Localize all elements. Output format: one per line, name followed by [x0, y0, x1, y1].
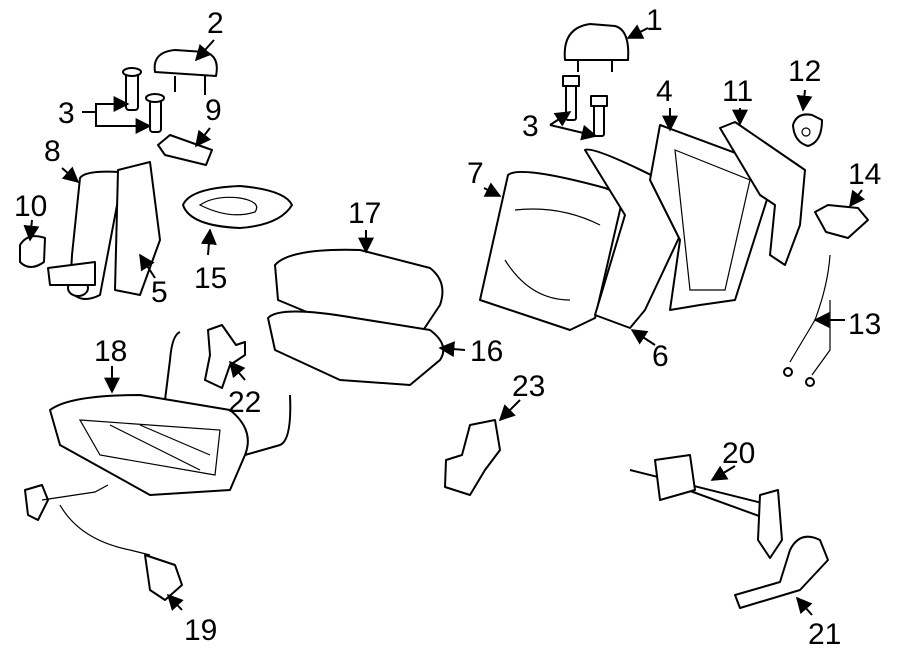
part-bracket-22	[204, 324, 246, 389]
callout-9: 9	[205, 94, 222, 127]
callout-21: 21	[808, 618, 841, 651]
part-side-panel-left	[47, 161, 161, 300]
part-latch-14	[814, 204, 869, 239]
callout-2: 2	[207, 7, 224, 40]
callout-1: 1	[646, 4, 663, 37]
callout-12: 12	[788, 55, 821, 88]
part-cushion-pad	[267, 310, 445, 386]
callout-16: 16	[470, 335, 503, 368]
part-back-panel	[719, 121, 806, 266]
part-armrest-trim	[157, 134, 213, 166]
callout-13: 13	[848, 308, 881, 341]
leader-arrows	[23, 24, 866, 616]
callout-5: 5	[151, 276, 168, 309]
part-track-20	[629, 454, 783, 559]
part-cover-21	[734, 535, 829, 609]
callout-20: 20	[722, 437, 755, 470]
callout-3-right: 3	[522, 110, 539, 143]
part-cover-23	[444, 419, 501, 496]
callout-7: 7	[467, 157, 484, 190]
callout-18: 18	[94, 335, 127, 368]
callout-23: 23	[512, 370, 545, 403]
part-cap-12	[792, 113, 823, 147]
part-headrest-guides-left	[122, 67, 165, 133]
part-headrest-left	[153, 49, 218, 95]
callout-10: 10	[14, 190, 47, 223]
callout-6: 6	[652, 340, 669, 373]
part-bracket-small	[19, 235, 46, 268]
callout-19: 19	[184, 614, 217, 647]
part-cushion-frame	[49, 331, 292, 496]
callout-4: 4	[656, 75, 673, 108]
callout-14: 14	[848, 158, 881, 191]
callout-11: 11	[722, 75, 753, 108]
callout-3-left: 3	[58, 97, 75, 130]
part-headrest-guides-right	[562, 75, 608, 137]
part-armrest-cover	[182, 185, 293, 229]
callout-22: 22	[228, 386, 261, 419]
callout-15: 15	[194, 262, 227, 295]
callout-17: 17	[348, 197, 381, 230]
part-headrest-right	[563, 23, 630, 72]
part-seatback-cover	[479, 171, 622, 331]
callout-8: 8	[44, 135, 61, 168]
part-cable-19	[24, 484, 183, 601]
